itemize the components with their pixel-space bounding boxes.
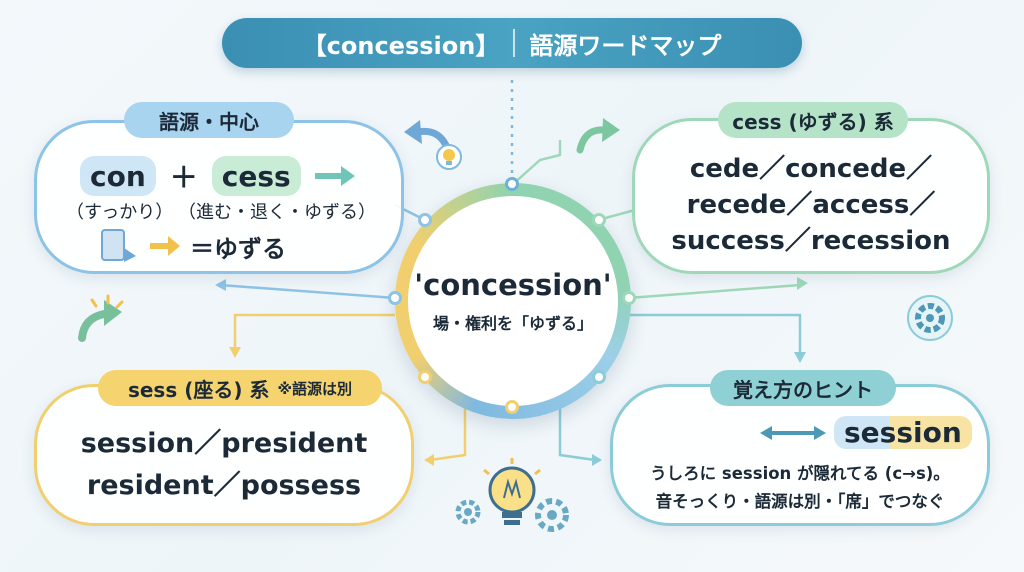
link-sess [233, 313, 395, 350]
cess-family-words: cede／concede／ recede／access／ success／rec… [632, 152, 990, 258]
hint-word-row: session [760, 416, 972, 449]
sess-family-title: sess (座る) 系 [127, 377, 270, 402]
arrow-right-icon [150, 236, 180, 256]
link-top-right [511, 140, 562, 186]
node-dot [622, 291, 636, 305]
curved-arrow-icon [78, 300, 122, 342]
result-text: ＝ゆずる [190, 234, 286, 263]
lightbulb-icon [436, 144, 462, 170]
root-box [34, 120, 404, 274]
node-dot [505, 177, 519, 191]
curved-arrow-icon [576, 118, 620, 154]
sess-family-box [34, 384, 414, 526]
node-dot [418, 370, 432, 384]
link-hint [630, 313, 802, 355]
curved-arrow-icon [404, 120, 452, 154]
cess-family-label: cess (ゆずる) 系 [718, 102, 908, 138]
sparkle-icon [90, 294, 124, 309]
cess-word-line: success／recession [671, 226, 951, 256]
cess-word-line: cede／concede／ [689, 154, 933, 184]
center-meaning: 場・権利を「ゆずる」 [432, 314, 593, 333]
root-label: 語源・中心 [124, 102, 294, 138]
stem-chip: cess [211, 156, 301, 196]
arrow-head [229, 347, 241, 358]
hint-text: うしろに session が隠れてる (c→s)。 音そっくり・語源は別・「席」… [610, 460, 990, 516]
root-formula: con ＋ cess [80, 156, 355, 196]
gear-icon [907, 295, 953, 341]
lightbulb-icon [483, 458, 541, 525]
title-subtitle: 語源ワードマップ [529, 31, 722, 60]
link-hint-lower [558, 400, 596, 462]
hint-label: 覚え方のヒント [710, 370, 896, 406]
sess-word-line: resident／possess [86, 470, 362, 501]
link-cess-arrow [627, 283, 801, 300]
door-icon [101, 229, 136, 262]
arrow-head [215, 279, 226, 291]
arrow-head [592, 454, 602, 466]
stem-gloss: （進む・退く・ゆずる） [178, 202, 376, 223]
root-result: ＝ゆずる [100, 228, 286, 264]
plus-sign: ＋ [169, 161, 198, 194]
title-keyword: 【concession】 [302, 31, 500, 60]
sess-family-label: sess (座る) 系 ※語源は別 [98, 370, 382, 406]
sess-family-words: session／president resident／possess [34, 424, 414, 506]
link-root-arrow [219, 283, 396, 300]
link-sess-lower [429, 400, 467, 462]
arrow-head [797, 277, 808, 290]
sess-word-line: session／president [80, 428, 368, 459]
sess-family-note: ※語源は別 [277, 379, 353, 398]
page-title: 【concession】 語源ワードマップ [222, 18, 802, 68]
double-arrow-icon [760, 425, 826, 440]
hint-line: 音そっくり・語源は別・「席」でつなぐ [655, 492, 945, 511]
center-word: 'concession' [414, 268, 612, 302]
title-divider [513, 29, 516, 57]
node-dot [592, 370, 606, 384]
node-dot [505, 400, 519, 414]
arrow-right-icon [314, 166, 355, 186]
prefix-chip: con [80, 156, 156, 196]
node-dot [418, 213, 432, 227]
center-node: 'concession' 場・権利を「ゆずる」 [408, 196, 618, 406]
arrow-head [794, 352, 806, 363]
hint-word: session [834, 416, 972, 449]
arrow-head [424, 454, 434, 466]
gear-icon [455, 499, 481, 525]
gear-icon [535, 498, 569, 532]
prefix-gloss: （すっかり） [66, 202, 174, 223]
cess-word-line: recede／access／ [686, 190, 936, 220]
node-dot [592, 213, 606, 227]
node-dot [388, 291, 402, 305]
hint-line: うしろに session が隠れてる (c→s)。 [650, 464, 950, 483]
